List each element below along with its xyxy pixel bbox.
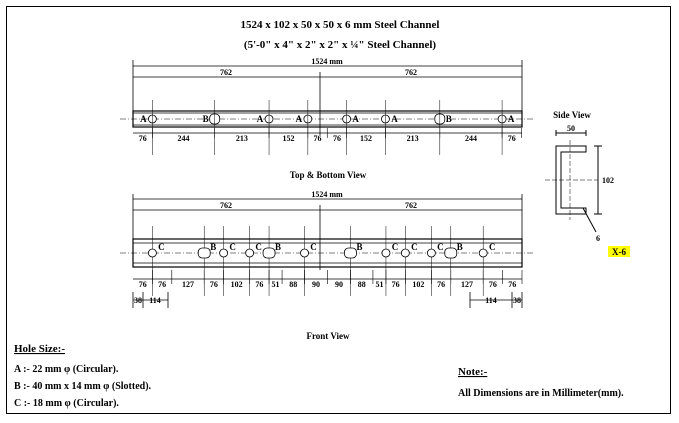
top-dim-label: 152 bbox=[360, 134, 372, 143]
front-hole-slot bbox=[262, 247, 276, 259]
top-view-label: Top & Bottom View bbox=[290, 170, 367, 180]
hole-letter: B bbox=[203, 114, 209, 124]
top-view bbox=[120, 60, 535, 135]
front-dim-label: 88 bbox=[358, 280, 366, 289]
hole-letter: A bbox=[257, 114, 264, 124]
front-dim-label: 76 bbox=[139, 280, 147, 289]
front-end-dim-right-2: 38 bbox=[513, 296, 521, 305]
side-width-dim: 50 bbox=[567, 124, 575, 133]
front-dim-label: 90 bbox=[335, 280, 343, 289]
top-dim-label: 76 bbox=[508, 134, 516, 143]
front-hole-circle bbox=[478, 248, 488, 258]
side-view-channel bbox=[545, 130, 602, 233]
top-dim-label: 76 bbox=[333, 134, 341, 143]
top-dim-label: 76 bbox=[139, 134, 147, 143]
side-view-label: Side View bbox=[553, 110, 591, 120]
top-dim-label: 244 bbox=[465, 134, 477, 143]
top-half-dim-left: 762 bbox=[220, 68, 232, 77]
top-dim-label: 213 bbox=[407, 134, 419, 143]
drawing-subtitle: (5'-0" x 4" x 2" x 2" x ¼" Steel Channel… bbox=[244, 39, 437, 51]
front-hole-circle bbox=[381, 248, 391, 258]
front-dim-label: 76 bbox=[255, 280, 263, 289]
front-hole-circle bbox=[245, 248, 255, 258]
front-dim-label: 76 bbox=[210, 280, 218, 289]
front-hole-slot bbox=[344, 247, 357, 259]
top-dim-label: 76 bbox=[314, 134, 322, 143]
front-hole-letter: C bbox=[392, 242, 399, 252]
front-hole-letter: B bbox=[457, 242, 463, 252]
note-text: All Dimensions are in Millimeter(mm). bbox=[458, 388, 624, 399]
front-view-label: Front View bbox=[306, 331, 350, 341]
top-dim-label: 213 bbox=[236, 134, 248, 143]
front-hole-circle bbox=[400, 248, 410, 258]
hole-letter: A bbox=[508, 114, 515, 124]
front-hole-letter: B bbox=[275, 242, 281, 252]
front-hole-letter: B bbox=[210, 242, 216, 252]
front-hole-circle bbox=[300, 248, 309, 258]
front-dim-label: 51 bbox=[375, 280, 383, 289]
front-hole-letter: C bbox=[310, 242, 317, 252]
hole-size-heading: Hole Size:- bbox=[14, 343, 65, 355]
front-dim-label: 76 bbox=[392, 280, 400, 289]
front-view bbox=[120, 194, 535, 308]
front-hole-letter: C bbox=[255, 242, 262, 252]
note-heading: Note:- bbox=[458, 366, 488, 378]
drawing-title: 1524 x 102 x 50 x 50 x 6 mm Steel Channe… bbox=[241, 19, 440, 31]
front-dim-label: 76 bbox=[508, 280, 516, 289]
front-end-dim-left-2: 114 bbox=[149, 296, 161, 305]
front-dim-label: 102 bbox=[412, 280, 424, 289]
top-dim-label: 244 bbox=[178, 134, 190, 143]
front-hole-slot bbox=[444, 247, 458, 259]
front-dim-label: 102 bbox=[231, 280, 243, 289]
side-height-dim: 102 bbox=[602, 176, 614, 185]
front-dim-label: 76 bbox=[489, 280, 497, 289]
front-dim-label: 127 bbox=[182, 280, 194, 289]
front-hole-letter: B bbox=[356, 242, 362, 252]
front-half-dim-left: 762 bbox=[220, 201, 232, 210]
front-dim-label: 51 bbox=[272, 280, 280, 289]
front-hole-slot bbox=[197, 247, 211, 259]
front-dim-label: 88 bbox=[289, 280, 297, 289]
front-hole-circle bbox=[147, 248, 157, 258]
front-hole-circle bbox=[426, 248, 436, 258]
hole-letter: B bbox=[446, 114, 452, 124]
front-hole-letter: C bbox=[229, 242, 236, 252]
front-dim-label: 127 bbox=[461, 280, 473, 289]
drawing-frame bbox=[6, 6, 671, 414]
front-half-dim-right: 762 bbox=[405, 201, 417, 210]
front-hole-letter: C bbox=[411, 242, 418, 252]
front-dim-label: 76 bbox=[158, 280, 166, 289]
hole-letter: A bbox=[140, 114, 147, 124]
front-end-dim-right-1: 114 bbox=[485, 296, 497, 305]
front-dim-label: 76 bbox=[437, 280, 445, 289]
front-hole-letter: C bbox=[437, 242, 444, 252]
hole-size-c: C :- 18 mm φ (Circular). bbox=[14, 398, 119, 409]
x6-tag: X-6 bbox=[612, 247, 626, 257]
front-overall-dim: 1524 mm bbox=[311, 190, 343, 199]
hole-letter: A bbox=[296, 114, 303, 124]
front-hole-circle bbox=[219, 248, 229, 258]
front-dim-label: 90 bbox=[312, 280, 320, 289]
hole-letter: A bbox=[391, 114, 398, 124]
front-hole-letter: C bbox=[489, 242, 496, 252]
hole-letter: A bbox=[352, 114, 359, 124]
front-hole-letter: C bbox=[158, 242, 165, 252]
side-thickness-dim: 6 bbox=[596, 234, 600, 243]
hole-size-b: B :- 40 mm x 14 mm φ (Slotted). bbox=[14, 381, 152, 392]
x6-tag-highlight bbox=[608, 246, 630, 257]
front-end-dim-left-1: 38 bbox=[134, 296, 142, 305]
top-overall-dim: 1524 mm bbox=[311, 57, 343, 66]
hole-size-a: A :- 22 mm φ (Circular). bbox=[14, 364, 119, 375]
top-half-dim-right: 762 bbox=[405, 68, 417, 77]
top-dim-label: 152 bbox=[282, 134, 294, 143]
